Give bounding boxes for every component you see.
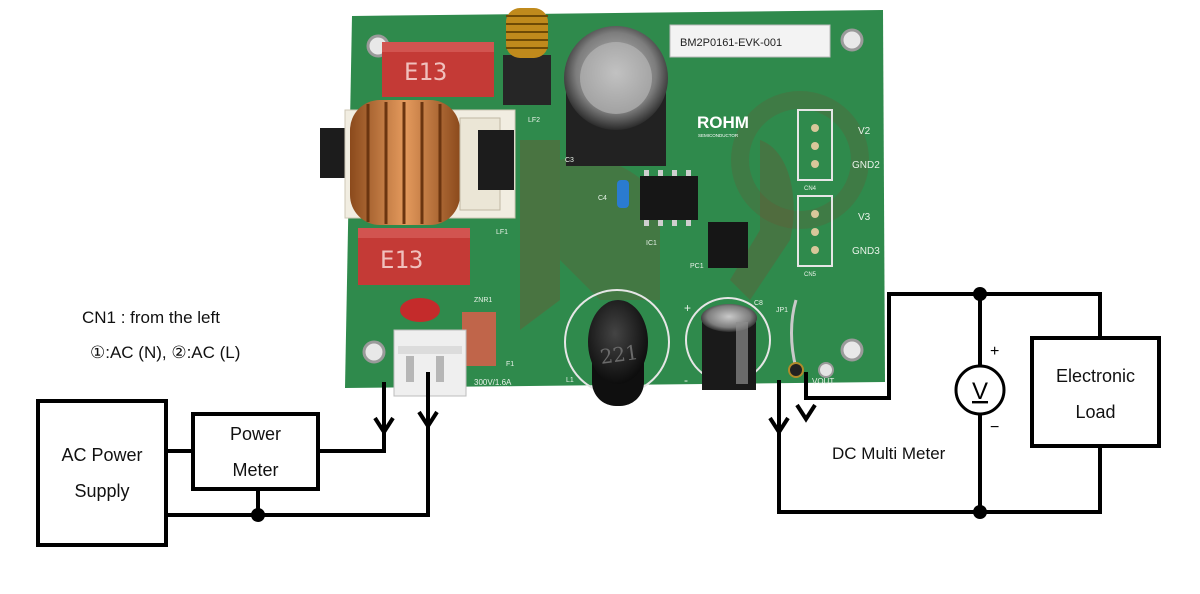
silkscreen-znr1: ZNR1 [474,297,492,304]
silkscreen-v3: V3 [858,212,871,223]
arrow-head-neutral [373,416,395,436]
electronic-load-label: Electronic Load [1032,358,1159,430]
mounting-hole [840,338,864,362]
silkscreen-minus: - [684,373,688,387]
wire-vout-positive [804,292,1102,400]
silkscreen-cn5: CN5 [804,272,817,278]
x-capacitor-bottom: E13 [358,228,470,285]
rohm-logo-sub: SEMICONDUCTOR [698,133,739,138]
varistor-znr1 [400,298,440,322]
vout-terminal-gnd [818,362,834,378]
electronic-load-label-line2: Load [1075,402,1116,422]
meter-positive-sign: + [990,343,999,360]
silkscreen-c8: C8 [754,300,763,307]
fuse-f1 [462,312,496,366]
common-mode-choke-lf1 [320,100,516,225]
silkscreen-plus: + [684,301,691,315]
copper-area-center [560,157,660,300]
cn1-pin-note-line1: CN1 : from the left [82,308,220,327]
fuse-rating-label: 300V/1.6A [474,378,512,387]
dc-wiring [777,292,1102,514]
wire-ac-neutral [318,382,386,453]
dc-multimeter-label: DC Multi Meter [832,444,946,463]
capacitor-marking: E13 [404,58,447,86]
vout-terminal-positive [788,362,804,378]
x-capacitor-top: E13 [382,42,494,97]
part-number-label: BM2P0161-EVK-001 [680,37,782,49]
voltmeter-symbol [954,364,1006,416]
toroid-inductor-lf2 [503,8,551,105]
logo-watermark [731,91,869,229]
silkscreen-gnd2: GND2 [852,160,880,171]
mounting-hole [362,340,386,364]
electronic-load-box [1030,336,1161,448]
junction-node [251,508,265,522]
silkscreen-pc1: PC1 [690,263,704,270]
silkscreen-ic1: IC1 [646,240,657,247]
silkscreen-f1: F1 [506,361,514,368]
pcb-substrate [345,10,885,388]
header-cn4 [797,109,833,181]
power-meter-label: Power Meter [193,416,318,488]
ac-power-supply-box [36,399,168,547]
silkscreen-gnd3: GND3 [852,246,880,257]
output-capacitor-c8 [685,297,771,390]
silkscreen-vout: VOUT [812,377,834,386]
arrow-head-line [417,410,439,430]
cn1-pin-note-line2: ①:AC (N), ②:AC (L) [90,343,241,362]
silkscreen-cn4: CN4 [804,186,817,192]
silkscreen-l1: L1 [566,377,574,384]
silkscreen-lf1: LF1 [496,229,508,236]
junction-node [973,287,987,301]
capacitor-c4 [617,180,629,208]
ac-power-supply-label-line1: AC Power [61,445,143,465]
wire-vout-gnd [777,380,1102,514]
silkscreen-c4: C4 [598,195,607,202]
power-meter-label-line2: Meter [232,460,279,480]
optocoupler-pc1 [708,222,748,268]
evaluation-board: BM2P0161-EVK-001 ROHM SEMICONDUCTOR E13 … [320,8,885,406]
ac-power-supply-label-line2: Supply [74,481,130,501]
rohm-logo: ROHM [697,113,749,132]
inductor-marking: 221 [598,340,639,369]
silkscreen-jp1: JP1 [776,307,788,314]
bulk-capacitor-c3 [564,26,668,166]
controller-ic1 [640,170,698,226]
ac-power-supply-label: AC Power Supply [38,437,166,509]
copper-area-left [520,140,560,330]
header-cn5 [797,195,833,267]
part-label-sticker [669,24,831,58]
mounting-hole [840,28,864,52]
power-inductor-l1: 221 [564,289,670,406]
voltmeter-letter: V [972,378,988,405]
capacitor-marking: E13 [380,246,423,274]
power-meter-label-line1: Power [229,424,282,444]
power-meter-box [191,412,320,491]
silkscreen-c3: C3 [565,157,574,164]
arrow-head-vout-gnd [768,416,790,436]
jumper-jp1 [790,299,798,369]
silkscreen-lf2: LF2 [528,117,540,124]
electronic-load-label-line1: Electronic [1055,366,1136,386]
silkscreen-v2: V2 [858,126,871,137]
junction-node [973,505,987,519]
meter-negative-sign: − [990,419,999,436]
arrow-head-vout-positive [795,403,817,423]
